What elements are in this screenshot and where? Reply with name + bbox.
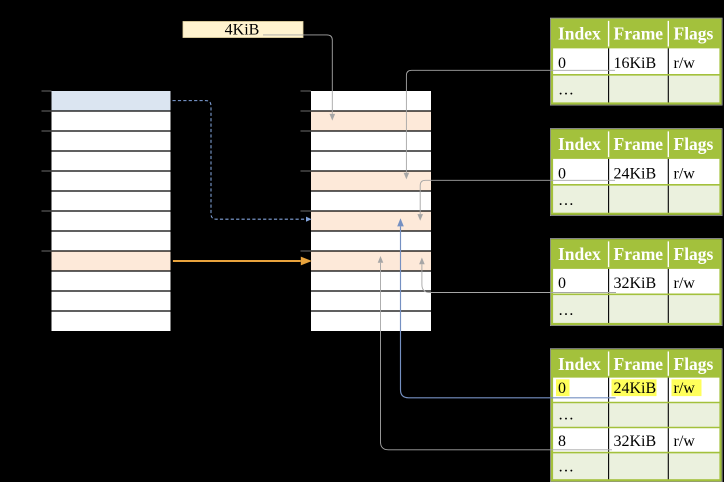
svg-text:Frame: Frame (614, 134, 664, 154)
svg-text:…: … (558, 82, 574, 99)
svg-text:Frame: Frame (614, 354, 664, 374)
svg-text:4KiB: 4KiB (225, 22, 260, 39)
svg-text:r/w: r/w (674, 380, 696, 397)
svg-text:24KiB: 24KiB (614, 165, 657, 182)
svg-text:…: … (558, 459, 574, 476)
svg-text:r/w: r/w (674, 275, 696, 292)
svg-text:Index: Index (558, 354, 601, 374)
svg-text:32KiB: 32KiB (614, 433, 657, 450)
svg-text:Index: Index (558, 24, 601, 44)
svg-text:r/w: r/w (674, 55, 696, 72)
svg-text:24KiB: 24KiB (614, 380, 657, 397)
svg-text:Frame: Frame (614, 244, 664, 264)
svg-text:…: … (558, 192, 574, 209)
svg-text:8: 8 (558, 433, 566, 450)
svg-text:32KiB: 32KiB (614, 275, 657, 292)
svg-text:Flags: Flags (674, 244, 714, 264)
svg-text:Flags: Flags (674, 354, 714, 374)
svg-text:…: … (558, 302, 574, 319)
svg-text:0: 0 (558, 275, 566, 292)
svg-text:0: 0 (558, 55, 566, 72)
svg-text:Flags: Flags (674, 24, 714, 44)
svg-text:Frame: Frame (614, 24, 664, 44)
svg-text:Index: Index (558, 134, 601, 154)
svg-text:r/w: r/w (674, 433, 696, 450)
svg-text:Index: Index (558, 244, 601, 264)
svg-text:…: … (558, 407, 574, 424)
svg-text:0: 0 (558, 165, 566, 182)
svg-text:0: 0 (558, 380, 566, 397)
svg-text:Flags: Flags (674, 134, 714, 154)
svg-text:16KiB: 16KiB (614, 55, 657, 72)
svg-text:r/w: r/w (674, 165, 696, 182)
